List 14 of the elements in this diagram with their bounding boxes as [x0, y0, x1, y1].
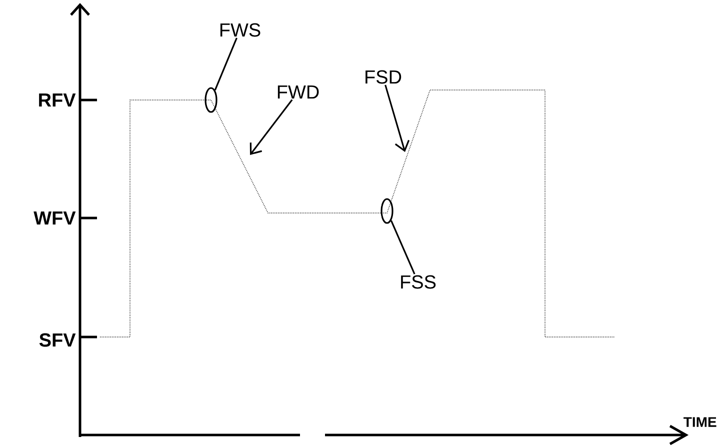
arrow	[250, 99, 293, 155]
arrow	[384, 84, 410, 152]
axis-label: WFV	[34, 211, 76, 225]
oval-marker	[204, 87, 218, 113]
axis-label: TIME	[684, 417, 716, 427]
axis-label: SFV	[39, 333, 76, 347]
callout-text: FWS	[220, 23, 260, 37]
oval-marker	[380, 198, 394, 224]
leader-line	[390, 220, 416, 274]
callout-text: FSS	[401, 275, 436, 289]
callout-text: FWD	[278, 85, 319, 99]
axis-label: RFV	[39, 93, 76, 107]
callout-text: FSD	[366, 70, 402, 84]
leader-line	[214, 38, 238, 91]
